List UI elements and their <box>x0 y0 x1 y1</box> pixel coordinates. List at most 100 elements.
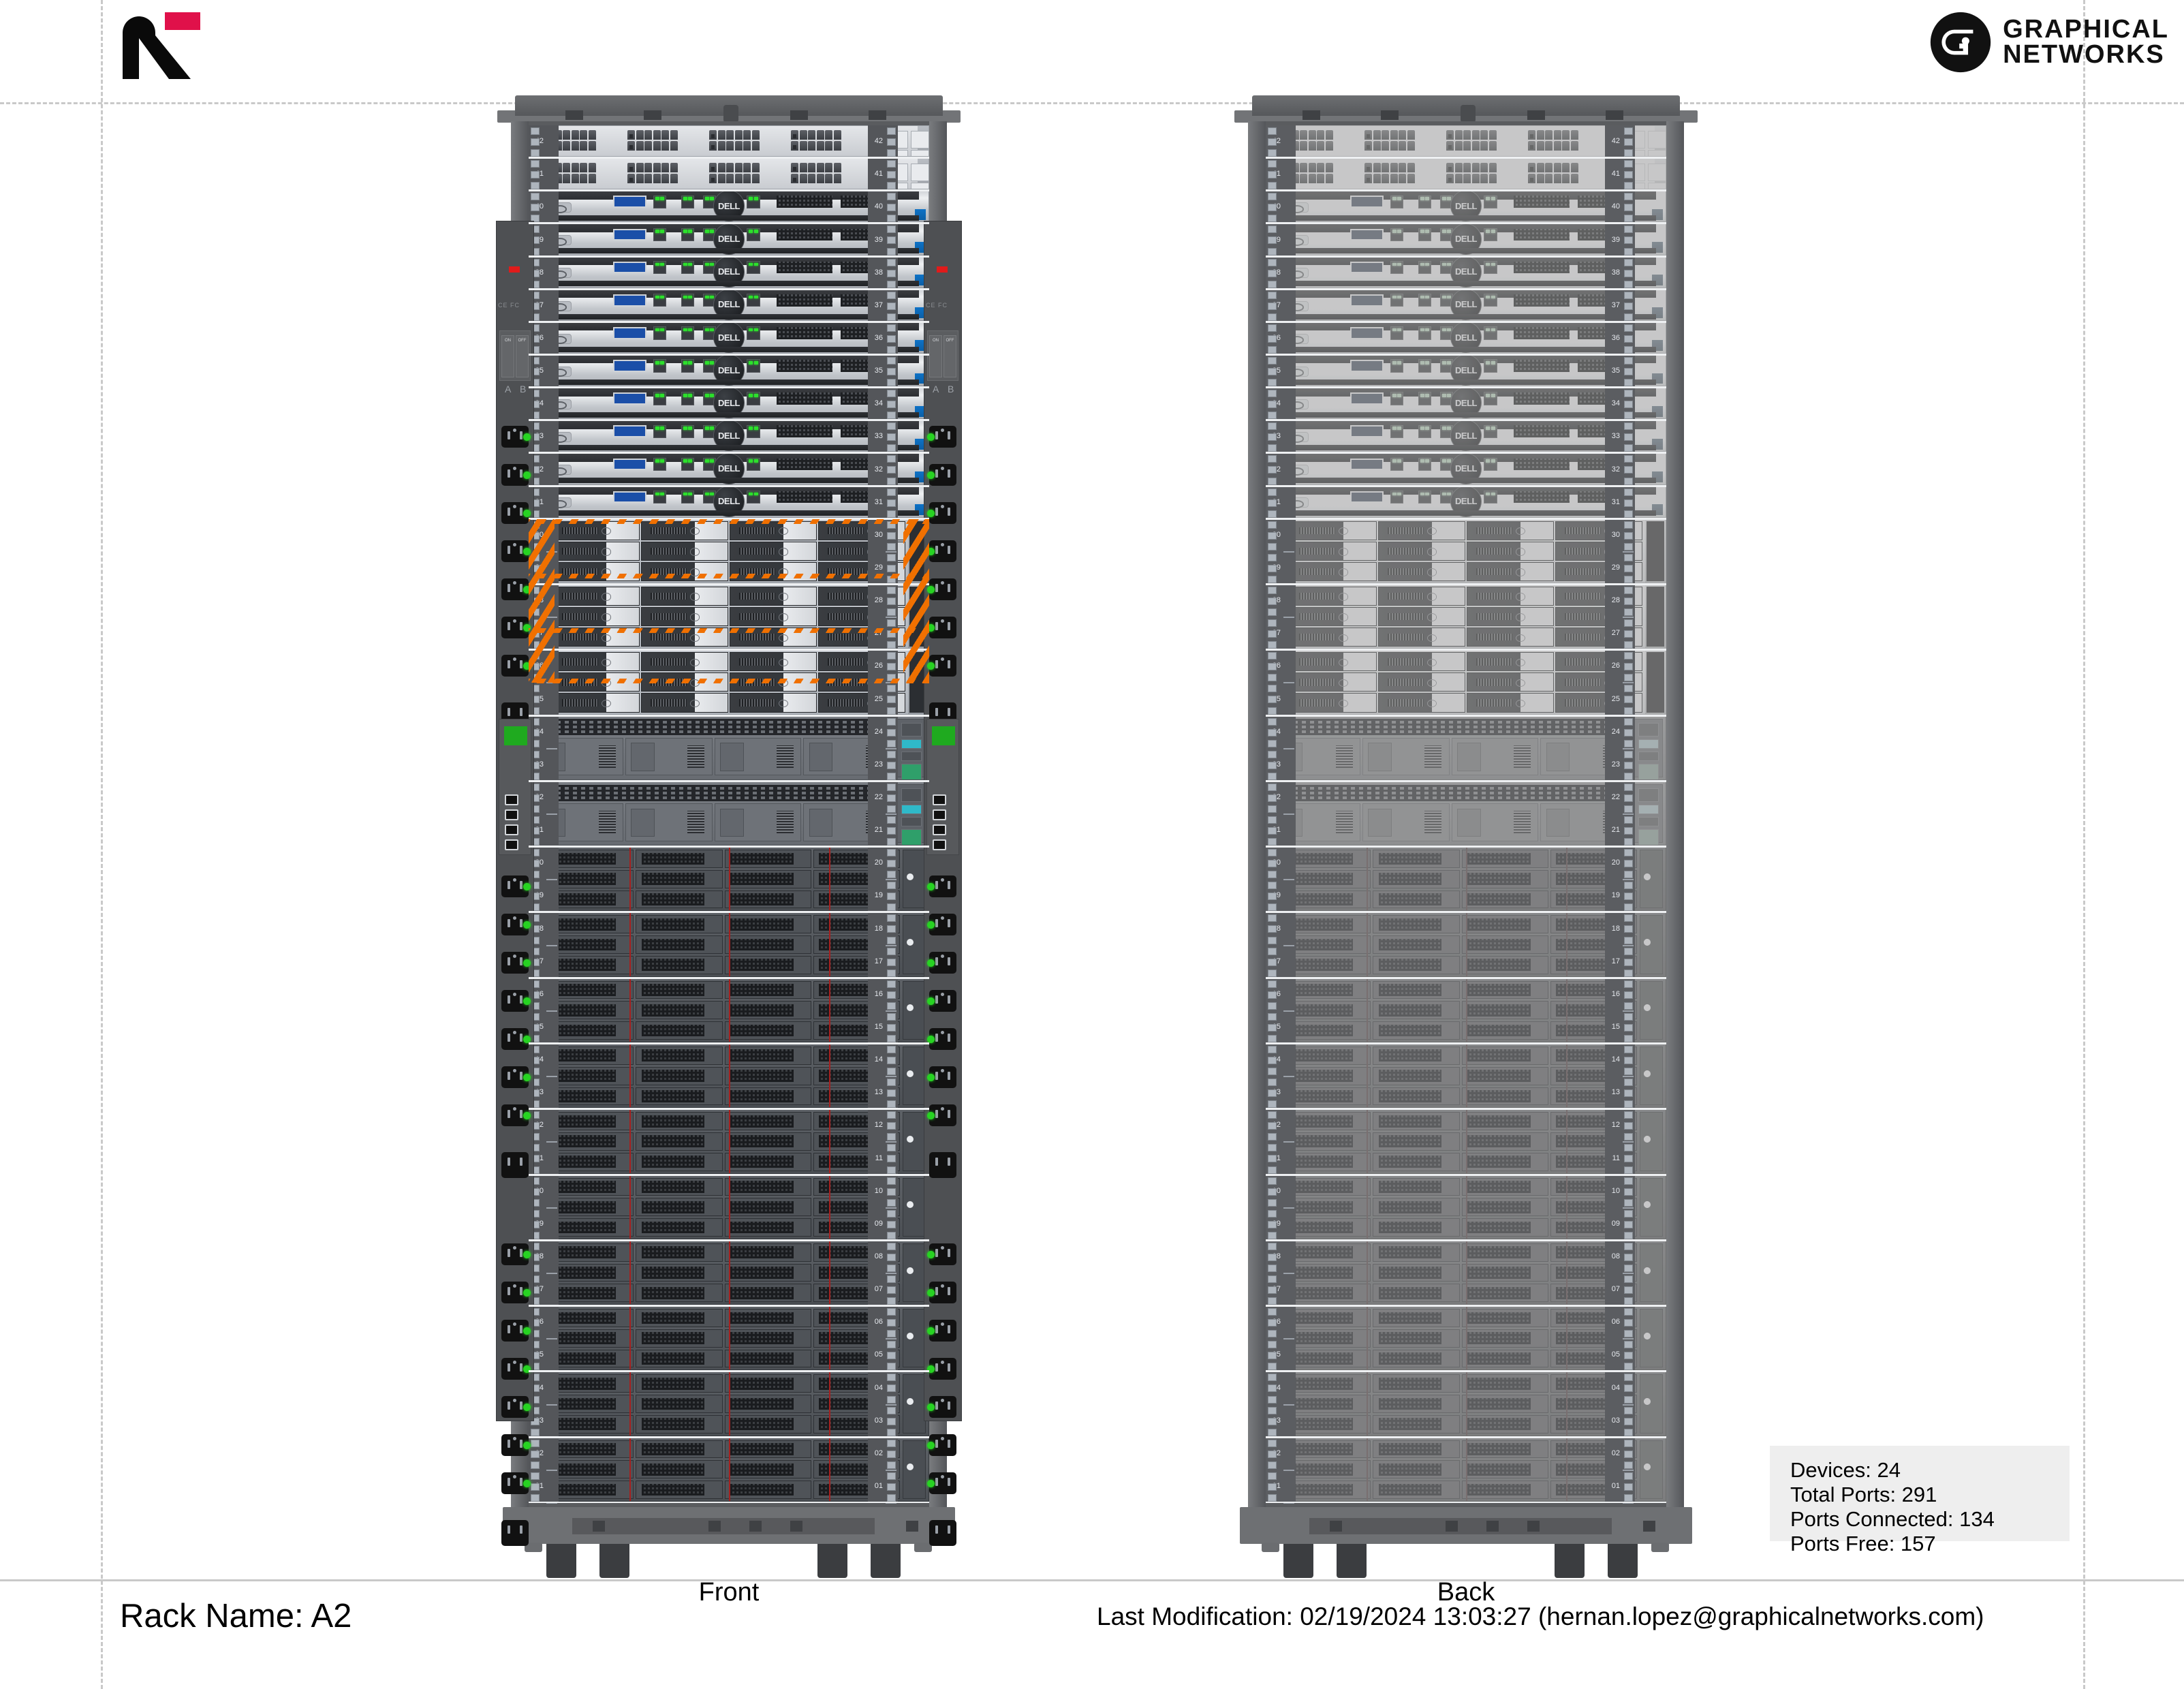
rack-mount-hole[interactable] <box>887 149 896 157</box>
pdu-breaker-phase-a[interactable]: ON <box>501 335 514 377</box>
rack-mount-hole[interactable] <box>1624 816 1633 824</box>
dell-lcd-display[interactable] <box>613 491 647 503</box>
rack-mount-hole[interactable] <box>1624 412 1633 420</box>
rack-mount-hole[interactable] <box>887 488 896 496</box>
lenovo-drive-bay[interactable] <box>636 980 723 1000</box>
rack-mount-hole[interactable] <box>1268 564 1277 572</box>
rack-mount-hole[interactable] <box>1268 1308 1277 1316</box>
switch-rj45-port[interactable] <box>563 173 570 183</box>
lenovo-drive-bay[interactable] <box>1373 869 1460 888</box>
switch-rj45-port[interactable] <box>1480 163 1488 172</box>
dell-lcd-display[interactable] <box>1350 196 1384 208</box>
switch-rj45-port[interactable] <box>636 173 644 183</box>
rack-device-u15[interactable] <box>529 978 929 1042</box>
rack-mount-hole[interactable] <box>1624 838 1633 846</box>
switch-qsfp-cage[interactable] <box>911 150 929 157</box>
switch-rj45-port[interactable] <box>1317 130 1324 140</box>
power-button[interactable] <box>901 722 922 737</box>
rack-mount-hole[interactable] <box>887 1100 896 1109</box>
storage-drive-bay[interactable] <box>1467 541 1554 561</box>
rack-mount-hole[interactable] <box>1268 226 1277 234</box>
lenovo-drive-bay[interactable] <box>724 955 811 974</box>
rack-mount-hole[interactable] <box>1624 1231 1633 1239</box>
pdu-rj45-jack[interactable] <box>933 839 946 850</box>
pdu-breaker-phase-a[interactable]: ON <box>929 335 942 377</box>
rack-mount-hole[interactable] <box>887 1188 896 1196</box>
switch-rj45-port[interactable] <box>563 140 570 151</box>
lenovo-drive-bay[interactable] <box>547 1066 634 1085</box>
rack-mount-hole[interactable] <box>887 1297 896 1305</box>
rack-mount-hole[interactable] <box>1268 903 1277 912</box>
rack-mount-hole[interactable] <box>1624 1122 1633 1130</box>
rack-mount-hole[interactable] <box>887 193 896 201</box>
storage-drive-bay[interactable] <box>730 521 817 540</box>
rack-mount-hole[interactable] <box>1268 531 1277 540</box>
lenovo-drive-bay[interactable] <box>724 1112 811 1131</box>
rack-mount-hole[interactable] <box>887 553 896 561</box>
dell-network-port[interactable] <box>1390 359 1403 373</box>
rack-mount-hole[interactable] <box>887 914 896 923</box>
lenovo-drive-bay[interactable] <box>724 1087 811 1106</box>
storage-drive-bay[interactable] <box>730 561 817 581</box>
storage-drive-bay[interactable] <box>1378 627 1465 647</box>
switch-rj45-port[interactable] <box>1373 163 1381 172</box>
rack-mount-hole[interactable] <box>887 1472 896 1480</box>
switch-rj45-port[interactable] <box>1399 173 1406 183</box>
rack-mount-hole[interactable] <box>887 739 896 747</box>
lenovo-drive-bay[interactable] <box>1461 1152 1548 1171</box>
rack-mount-hole[interactable] <box>531 193 540 201</box>
dell-lcd-display[interactable] <box>613 392 647 405</box>
storage-drive-bay[interactable] <box>1378 607 1465 627</box>
lenovo-drive-bay[interactable] <box>1373 1414 1460 1434</box>
rack-mount-hole[interactable] <box>887 390 896 398</box>
rack-mount-hole[interactable] <box>1268 269 1277 277</box>
rack-mount-hole[interactable] <box>1268 1111 1277 1119</box>
switch-rj45-port[interactable] <box>1382 130 1389 140</box>
dell-lcd-display[interactable] <box>1350 261 1384 274</box>
dell-network-port[interactable] <box>1390 392 1403 405</box>
rack-mount-hole[interactable] <box>887 1089 896 1098</box>
switch-rj45-port[interactable] <box>1570 163 1578 172</box>
lenovo-drive-bay[interactable] <box>547 915 634 934</box>
lenovo-drive-bay[interactable] <box>636 1349 723 1368</box>
rack-mount-hole[interactable] <box>1268 1209 1277 1218</box>
rack-mount-hole[interactable] <box>1268 619 1277 627</box>
storage-drive-bay[interactable] <box>641 672 728 692</box>
lenovo-drive-bay[interactable] <box>1461 1460 1548 1479</box>
lenovo-drive-bay[interactable] <box>724 1414 811 1434</box>
rack-device-u17[interactable] <box>529 912 929 977</box>
switch-port-group[interactable] <box>627 163 678 172</box>
rack-mount-hole[interactable] <box>887 1034 896 1042</box>
switch-rj45-port[interactable] <box>661 130 669 140</box>
rack-mount-hole[interactable] <box>887 1308 896 1316</box>
rack-mount-hole[interactable] <box>1624 1133 1633 1141</box>
dell-network-port[interactable] <box>681 294 694 307</box>
rack-device-u31[interactable]: DELL <box>529 486 929 518</box>
rack-device-u11[interactable] <box>529 1109 929 1174</box>
rack-mount-hole[interactable] <box>1268 1439 1277 1447</box>
lenovo-drive-bay[interactable] <box>636 869 723 888</box>
lenovo-drive-bay[interactable] <box>1373 1349 1460 1368</box>
rack-mount-hole[interactable] <box>1268 1144 1277 1152</box>
lenovo-drive-bay[interactable] <box>636 1243 723 1262</box>
dell-lcd-display[interactable] <box>1350 458 1384 471</box>
lenovo-drive-bay[interactable] <box>1461 1284 1548 1303</box>
storage-drive-bay[interactable] <box>1467 587 1554 606</box>
dell-network-port[interactable] <box>1418 359 1431 373</box>
rack-mount-hole[interactable] <box>1268 805 1277 813</box>
storage-drive-bay[interactable] <box>1467 521 1554 540</box>
lenovo-drive-bay[interactable] <box>1461 1309 1548 1327</box>
rack-mount-hole[interactable] <box>1624 335 1633 343</box>
rack-mount-hole[interactable] <box>1624 598 1633 606</box>
lenovo-drive-bay[interactable] <box>1461 1177 1548 1196</box>
switch-rj45-port[interactable] <box>580 163 587 172</box>
dell-network-port[interactable] <box>1418 228 1431 242</box>
rack-mount-hole[interactable] <box>1268 575 1277 583</box>
switch-port-group[interactable] <box>709 130 760 140</box>
switch-rj45-port[interactable] <box>717 163 726 172</box>
lenovo-drive-bay[interactable] <box>636 1177 723 1196</box>
rack-mount-hole[interactable] <box>1268 1068 1277 1076</box>
lenovo-drive-bay[interactable] <box>1461 1087 1548 1106</box>
